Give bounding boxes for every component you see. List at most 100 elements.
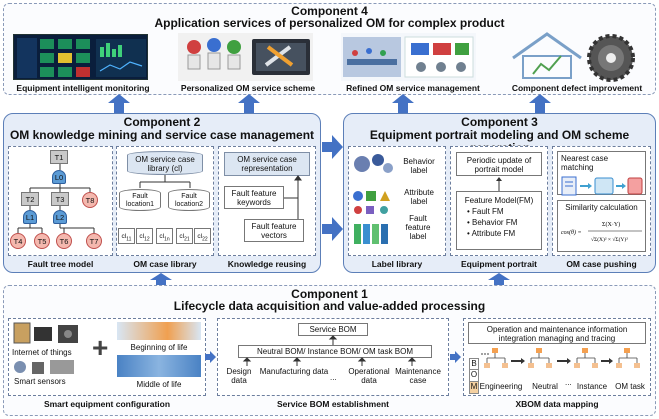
- fault-location2: Fault location2: [168, 189, 210, 211]
- case-cell: cl22: [194, 228, 211, 244]
- integration-box: Operation and maintenance information in…: [468, 322, 646, 344]
- nearest-case-box: Nearest case matching: [557, 151, 646, 196]
- similarity-formula-icon: cos(θ) = Σ(X·Y) √Σ(X)² × √Σ(Y)²: [561, 221, 642, 243]
- stage-engineering: Engineering: [479, 382, 523, 391]
- mol-label: Middle of life: [136, 380, 182, 389]
- bom-letter-b: B: [469, 358, 479, 370]
- dashboard-graphic-icon: [17, 38, 146, 78]
- component3-heading: Component 3: [461, 115, 538, 129]
- item-label-management: Refined OM service management: [346, 83, 480, 93]
- neutral-bom: Neutral BOM/ Instance BOM/ OM task BOM: [238, 345, 432, 358]
- service-bom-label: Service BOM establishment: [277, 399, 389, 409]
- behavior-gears-icon: [354, 154, 393, 173]
- tree-node-t6: T6: [56, 233, 72, 249]
- mol-image: [117, 355, 201, 377]
- case-cell: cl11: [118, 228, 135, 244]
- up-arrows-to-component4: [108, 94, 551, 113]
- portrait-arrow: [496, 177, 502, 191]
- manufacturing-data: Manufacturing data: [259, 367, 329, 376]
- svg-text:√Σ(X)² × √Σ(Y)²: √Σ(X)² × √Σ(Y)²: [591, 236, 628, 243]
- knowledge-arrows: [284, 175, 302, 219]
- smart-label: Smart equipment configuration: [43, 399, 171, 409]
- tree-node-t8: T8: [82, 192, 98, 208]
- component1-title: Lifecycle data acquisition and value-add…: [173, 299, 486, 313]
- feature-model-title: Feature Model(FM): [464, 196, 534, 205]
- portrait-label: Equipment portrait: [460, 259, 538, 269]
- iot-devices-icon: [13, 322, 78, 344]
- iot-label: Internet of things: [12, 348, 72, 357]
- tree-node-t4: T4: [10, 233, 26, 249]
- case-library-lines: [139, 175, 191, 188]
- defect-image: [507, 30, 647, 82]
- plus-sign: +: [92, 332, 109, 363]
- operational-data: Operational data: [348, 367, 390, 385]
- periodic-update: Periodic update of portrait model: [456, 152, 542, 176]
- fault-keywords: Fault feature keywords: [224, 186, 284, 209]
- item-label-scheme: Personalized OM service scheme: [180, 83, 316, 93]
- bol-image: [117, 322, 201, 340]
- tree-node-t3: T3: [51, 192, 69, 206]
- bom-letter-o: O: [469, 370, 479, 382]
- component1-heading: Component 1: [291, 287, 368, 301]
- svg-text:cos(θ) =: cos(θ) =: [561, 229, 582, 236]
- item-label-monitoring: Equipment intelligent monitoring: [16, 83, 150, 93]
- behavior-fm: • Behavior FM: [467, 218, 518, 227]
- fault-books-icon: [354, 224, 388, 244]
- bol-label: Beginning of life: [130, 343, 188, 352]
- similarity-label: Similarity calculation: [565, 203, 638, 212]
- similarity-box: Similarity calculation cos(θ) = Σ(X·Y) √…: [557, 200, 646, 252]
- component4-title: Application services of personalized OM …: [154, 16, 505, 30]
- tree-node-t5: T5: [34, 233, 50, 249]
- stage-neutral: Neutral: [532, 382, 558, 391]
- component2-title: OM knowledge mining and service case man…: [9, 128, 315, 142]
- attribute-fm: • Attribute FM: [467, 229, 516, 238]
- case-cell: cl1n: [156, 228, 173, 244]
- factory-management-icon: [343, 36, 474, 78]
- case-cell: cl12: [136, 228, 153, 244]
- case-cell: cl21: [176, 228, 193, 244]
- pushing-label: OM case pushing: [566, 259, 637, 269]
- tree-node-l2: L2: [53, 210, 67, 224]
- label-library-label: Label library: [371, 259, 423, 269]
- monitoring-dashboard-image: [13, 34, 148, 80]
- design-data: Design data: [226, 367, 252, 385]
- stage-om-task: OM task: [615, 382, 645, 391]
- tree-node-l1: L1: [23, 210, 37, 224]
- fault-tree-label: Fault tree model: [27, 259, 94, 269]
- knowledge-label: Knowledge reusing: [227, 259, 307, 269]
- xbom-label: XBOM data mapping: [515, 399, 599, 409]
- xbom-ellipsis: ...: [565, 378, 572, 387]
- label-library-icons: [353, 154, 393, 244]
- management-image: [341, 33, 476, 81]
- case-representation: OM service case representation: [224, 152, 310, 176]
- nearest-case-label: Nearest case matching: [561, 154, 609, 172]
- bom-letter-m: M: [469, 382, 479, 394]
- item-label-defect: Component defect improvement: [511, 83, 643, 93]
- component2-heading: Component 2: [123, 115, 201, 129]
- service-people-and-tools-icon: [187, 38, 310, 75]
- right-arrow-1b: [450, 351, 461, 363]
- up-arrows-from-component1: [150, 273, 510, 286]
- bom-arrows: [242, 335, 417, 366]
- xbom-trees: [481, 348, 640, 368]
- house-and-gear-icon: [512, 32, 635, 82]
- smart-sensors-icon: [14, 360, 74, 374]
- fault-vectors: Fault feature vectors: [244, 219, 304, 242]
- fault-location1: Fault location1: [119, 189, 161, 211]
- bom-stack: B O M: [469, 358, 479, 394]
- tree-node-t1: T1: [50, 150, 68, 164]
- attribute-label: Attribute label: [404, 188, 434, 206]
- attribute-shapes-icon: [353, 191, 390, 214]
- fault-feature-label: Fault feature label: [405, 214, 431, 241]
- feature-model-box: Feature Model(FM) • Fault FM • Behavior …: [456, 191, 542, 250]
- fault-fm: • Fault FM: [467, 207, 504, 216]
- maintenance-case: Maintenance case: [395, 367, 441, 385]
- matching-icons: [561, 176, 643, 196]
- right-arrow-1a: [205, 351, 216, 363]
- source-ellipsis-1: ...: [330, 373, 337, 382]
- tree-node-t7: T7: [86, 233, 102, 249]
- component4-heading: Component 4: [291, 4, 368, 18]
- service-scheme-image: [178, 33, 313, 81]
- tree-node-t2: T2: [21, 192, 39, 206]
- svg-text:Σ(X·Y): Σ(X·Y): [602, 221, 620, 228]
